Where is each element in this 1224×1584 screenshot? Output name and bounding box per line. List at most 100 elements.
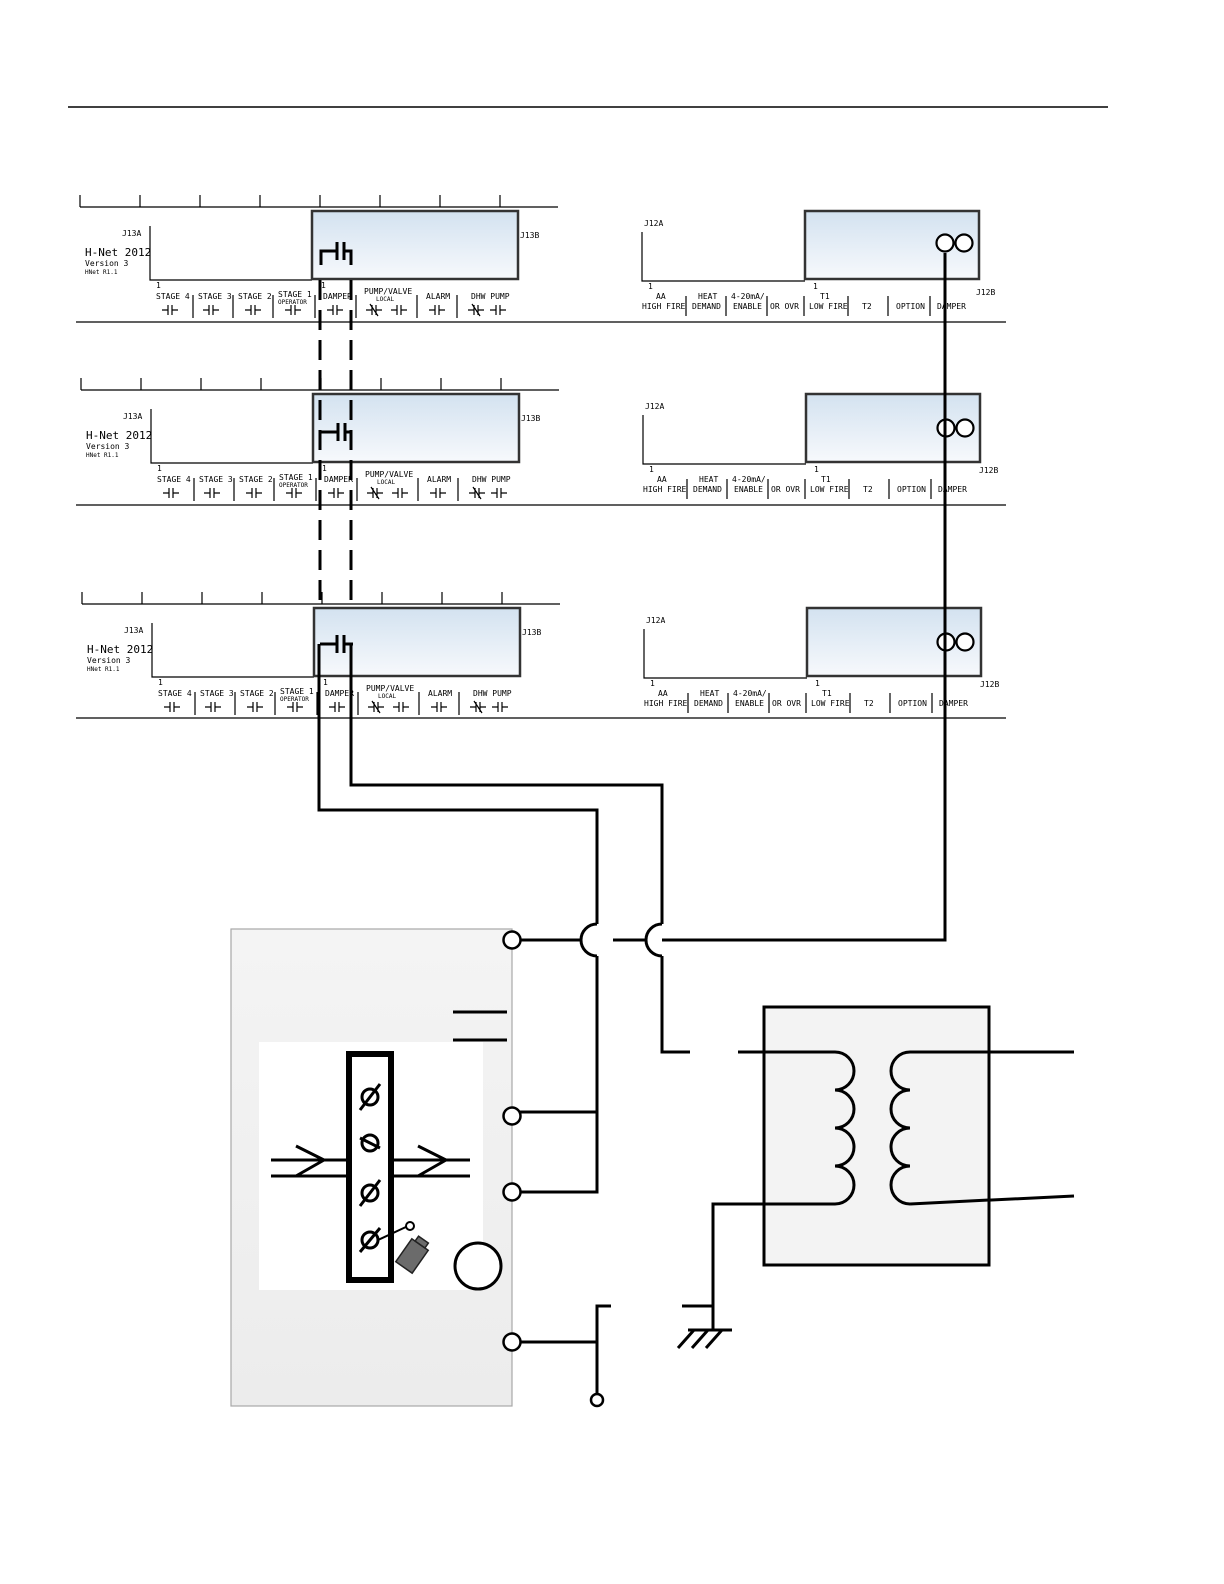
ground-icon — [676, 1328, 732, 1349]
terminal-circle-icon — [954, 233, 974, 253]
terminal-alarm: ALARM — [427, 475, 451, 484]
board-revision-label: HNet R1.1 — [85, 269, 118, 276]
motor-circle-icon — [453, 1241, 503, 1291]
j12b-connector — [803, 209, 981, 281]
terminal-heat-demand: DEMAND — [694, 699, 723, 708]
terminal-stage3: STAGE 3 — [199, 475, 233, 484]
terminal-high-fire: HIGH FIRE — [643, 485, 687, 494]
j12b-label: J12B — [979, 466, 998, 475]
svg-text:1: 1 — [813, 282, 818, 291]
svg-text:1: 1 — [321, 281, 326, 290]
terminal-t2: T2 — [862, 302, 872, 311]
terminal-or-ovr: OR OVR — [770, 302, 799, 311]
board-version-label: Version 3 — [85, 259, 129, 268]
j13b-connector — [311, 392, 521, 464]
j13b-label: J13B — [522, 628, 541, 637]
j12a-label: J12A — [646, 616, 665, 625]
damper-actuator-icon — [271, 1051, 470, 1283]
j12a-label: J12A — [644, 219, 663, 228]
svg-text:1: 1 — [814, 465, 819, 474]
terminal-high-fire: HIGH FIRE — [644, 699, 688, 708]
terminal-heat-demand: DEMAND — [692, 302, 721, 311]
damper-interlock-dashed-wires — [318, 280, 353, 608]
control-board-2: J13A H-Net 2012 Version 3 HNet R1.1 J13B… — [76, 378, 1006, 506]
terminal-dhw-pump: DHW PUMP — [472, 475, 511, 484]
terminal-alarm: ALARM — [426, 292, 450, 301]
terminal-low-fire: LOW FIRE — [811, 699, 850, 708]
svg-text:AA: AA — [657, 475, 667, 484]
j13a-label: J13A — [123, 412, 142, 421]
control-board-1: J13A H-Net 2012 Version 3 HNet R1.1 J13B… — [76, 195, 1006, 323]
terminal-circle-icon — [955, 632, 975, 652]
svg-text:AA: AA — [658, 689, 668, 698]
svg-text:1: 1 — [648, 282, 653, 291]
terminal-pump-valve: PUMP/VALVE — [365, 470, 413, 479]
j13a-label: J13A — [124, 626, 143, 635]
j13b-label: J13B — [520, 231, 539, 240]
board-model-label: H-Net 2012 — [86, 429, 152, 442]
j12b-label: J12B — [976, 288, 995, 297]
relay-contact-icon — [319, 242, 353, 265]
board-model-label: H-Net 2012 — [85, 246, 151, 259]
j13b-connector — [312, 606, 522, 678]
terminal-dhw-pump: DHW PUMP — [471, 292, 510, 301]
terminal-alarm: ALARM — [428, 689, 452, 698]
terminal-stage1: STAGE 1 — [278, 290, 312, 299]
terminal-stage4: STAGE 4 — [157, 475, 191, 484]
svg-text:LOCAL: LOCAL — [378, 693, 396, 700]
terminal-stage4: STAGE 4 — [158, 689, 192, 698]
terminal-enable: ENABLE — [733, 302, 762, 311]
terminal-circle-icon — [502, 930, 522, 950]
terminal-damper: DAMPER — [324, 475, 353, 484]
terminal-damper: DAMPER — [325, 689, 354, 698]
terminal-circle-icon — [502, 1106, 522, 1126]
svg-text:LOCAL: LOCAL — [376, 296, 394, 303]
terminal-or-ovr: OR OVR — [772, 699, 801, 708]
svg-text:4-20mA/: 4-20mA/ — [731, 292, 765, 301]
terminal-dhw-pump: DHW PUMP — [473, 689, 512, 698]
svg-text:1: 1 — [157, 464, 162, 473]
terminal-heat-demand: DEMAND — [693, 485, 722, 494]
svg-text:1: 1 — [156, 281, 161, 290]
svg-text:1: 1 — [323, 678, 328, 687]
j13a-label: J13A — [122, 229, 141, 238]
svg-text:OPERATOR: OPERATOR — [278, 299, 307, 306]
svg-text:4-20mA/: 4-20mA/ — [732, 475, 766, 484]
j13b-connector — [310, 209, 520, 281]
terminal-pump-valve: PUMP/VALVE — [366, 684, 414, 693]
svg-text:T1: T1 — [821, 475, 831, 484]
terminal-damper: DAMPER — [323, 292, 352, 301]
svg-text:HEAT: HEAT — [700, 689, 719, 698]
terminal-circle-icon — [502, 1182, 522, 1202]
terminal-damper-right: DAMPER — [938, 485, 967, 494]
svg-text:HEAT: HEAT — [698, 292, 717, 301]
terminal-stage2: STAGE 2 — [239, 475, 273, 484]
svg-text:T1: T1 — [820, 292, 830, 301]
terminal-low-fire: LOW FIRE — [809, 302, 848, 311]
terminal-stage1: STAGE 1 — [279, 473, 313, 482]
control-board-3: J13A H-Net 2012 Version 3 HNet R1.1 J13B… — [76, 592, 1006, 719]
terminal-option: OPTION — [897, 485, 926, 494]
terminal-option: OPTION — [898, 699, 927, 708]
terminal-enable: ENABLE — [734, 485, 763, 494]
terminal-stage3: STAGE 3 — [200, 689, 234, 698]
terminal-stage4: STAGE 4 — [156, 292, 190, 301]
terminal-high-fire: HIGH FIRE — [642, 302, 686, 311]
svg-text:1: 1 — [650, 679, 655, 688]
terminal-or-ovr: OR OVR — [771, 485, 800, 494]
svg-text:AA: AA — [656, 292, 666, 301]
terminal-damper-right: DAMPER — [937, 302, 966, 311]
board-revision-label: HNet R1.1 — [86, 452, 119, 459]
j13b-label: J13B — [521, 414, 540, 423]
board-version-label: Version 3 — [86, 442, 130, 451]
board-revision-label: HNet R1.1 — [87, 666, 120, 673]
relay-contact-icon — [319, 423, 352, 441]
svg-text:LOCAL: LOCAL — [377, 479, 395, 486]
terminal-t2: T2 — [863, 485, 873, 494]
svg-text:4-20mA/: 4-20mA/ — [733, 689, 767, 698]
terminal-circle-icon — [502, 1332, 522, 1352]
svg-text:1: 1 — [322, 464, 327, 473]
terminal-circle-icon — [935, 233, 955, 253]
terminal-circle-icon — [589, 1392, 605, 1408]
